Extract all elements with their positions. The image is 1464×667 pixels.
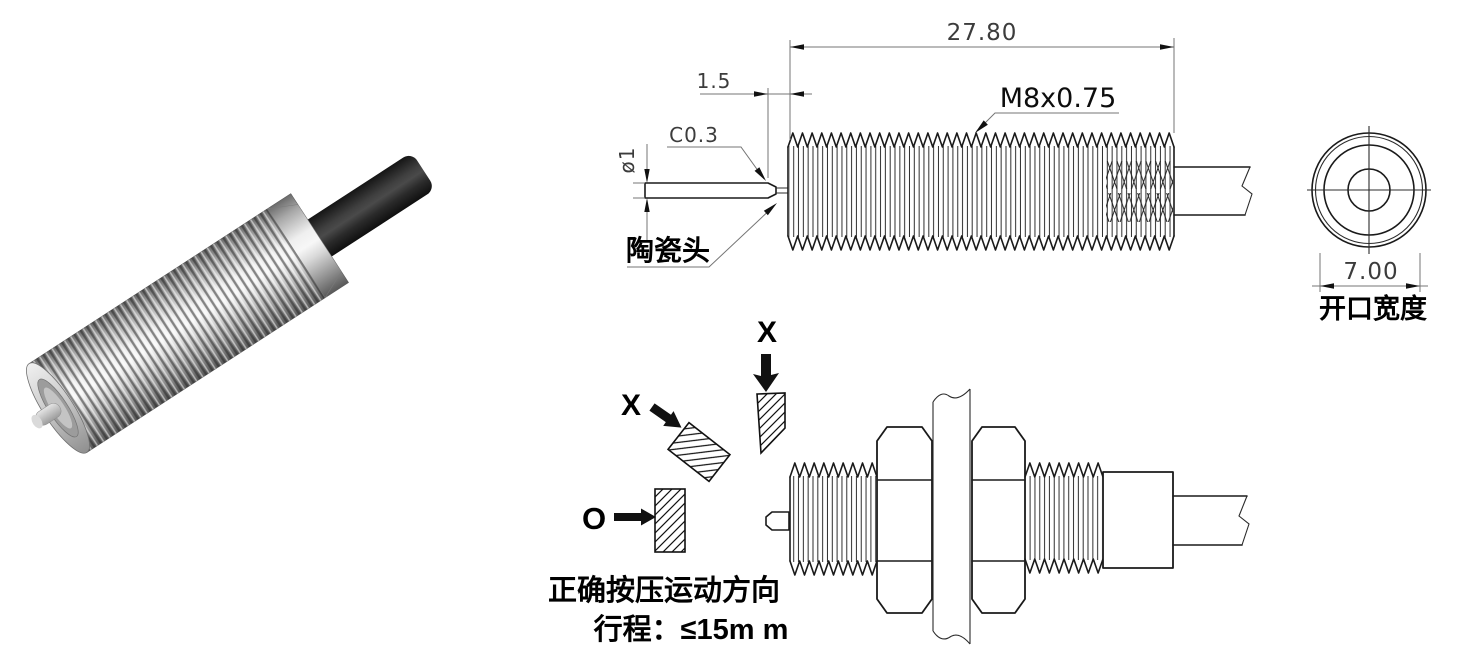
length-dimension: 27.80 — [947, 20, 1018, 46]
hex-nut-left — [876, 426, 933, 614]
sensor-sleeve — [1102, 471, 1174, 569]
chamfer-leader — [667, 146, 765, 180]
mounting-view-drawing: X X O 正确按压运动 — [548, 316, 1250, 646]
tip-length-dimension: 1.5 — [697, 69, 732, 93]
direction-arrow-down — [753, 354, 779, 392]
mount-cable-break — [1238, 495, 1250, 546]
dim-arrow — [790, 91, 804, 97]
mount-cable-lines — [1172, 495, 1248, 546]
dim-arrow — [1320, 283, 1334, 289]
hex-nut-right-facets — [971, 479, 1026, 562]
direction-x-side-label: X — [621, 389, 641, 422]
dim-arrow — [790, 44, 804, 50]
direction-o-label: O — [582, 501, 606, 536]
thread-crest-top — [787, 132, 1175, 148]
ceramic-tip-leader — [627, 204, 776, 268]
opening-width-label: 开口宽度 — [1319, 293, 1427, 324]
hatch-block-top — [756, 392, 786, 455]
mounted-pin — [765, 511, 790, 531]
body-end-edges — [787, 146, 1175, 237]
leader-arrow — [763, 203, 777, 216]
motion-note-line1: 正确按压运动方向 — [548, 573, 780, 607]
dia-dim-lines — [633, 144, 648, 240]
end-view-drawing: 7.00 开口宽度 — [1307, 126, 1431, 324]
thread-crest-bottom — [787, 235, 1175, 251]
photo-pin-tip — [31, 414, 43, 429]
hatch-block-tilted — [666, 421, 732, 483]
dim-arrow — [754, 91, 768, 97]
photo-rear-shoulder — [266, 204, 342, 299]
mount-thread-crest-bottom-left — [789, 560, 878, 576]
mount-thread-flanks-right — [1026, 476, 1102, 560]
product-photo — [26, 155, 432, 454]
photo-cable — [299, 155, 432, 261]
chamfer-label: C0.3 — [669, 123, 719, 147]
dim-arrow — [644, 198, 650, 212]
hex-nut-right — [971, 426, 1026, 614]
thread-spec-leader — [976, 112, 1119, 132]
diameter-label: ø1 — [615, 147, 639, 174]
mount-thread-crest-top-right — [1024, 462, 1104, 478]
motion-note-line2: 行程：≤15m m — [593, 613, 789, 646]
leader-arrow — [754, 167, 766, 181]
mounting-panel — [932, 388, 971, 645]
mount-thread-flanks-left — [791, 476, 876, 562]
cable-lines — [1173, 166, 1251, 216]
thread-flanks — [789, 146, 1174, 237]
dim-arrow — [644, 169, 650, 183]
hex-nut-left-facets — [876, 479, 933, 562]
thread-spec-label: M8x0.75 — [1000, 83, 1117, 114]
internal-thread-lower — [1106, 193, 1173, 222]
extension-lines — [767, 38, 1175, 178]
cable-break — [1241, 166, 1253, 216]
photo-thread-texture — [32, 207, 327, 451]
opening-width-dimension: 7.00 — [1343, 259, 1398, 285]
pin-neck-lines — [776, 187, 788, 194]
mount-thread-crest-bottom-right — [1024, 558, 1104, 574]
dim-arrow — [1160, 44, 1174, 50]
dim-arrow — [1406, 283, 1420, 289]
internal-thread-upper — [1106, 161, 1173, 189]
hatch-block-axial — [654, 488, 686, 553]
centerline-cross — [1307, 126, 1431, 254]
side-view-drawing: 27.80 1.5 ø1 C0.3 M8x0.75 陶瓷头 — [615, 20, 1253, 268]
mount-thread-crest-top-left — [789, 462, 878, 478]
direction-x-top-label: X — [757, 316, 777, 349]
direction-arrow-diagonal — [649, 403, 682, 428]
direction-arrow-right — [614, 508, 656, 526]
leader-arrow — [975, 120, 988, 133]
ceramic-pin-outline — [644, 182, 777, 199]
ceramic-tip-label: 陶瓷头 — [626, 235, 710, 266]
